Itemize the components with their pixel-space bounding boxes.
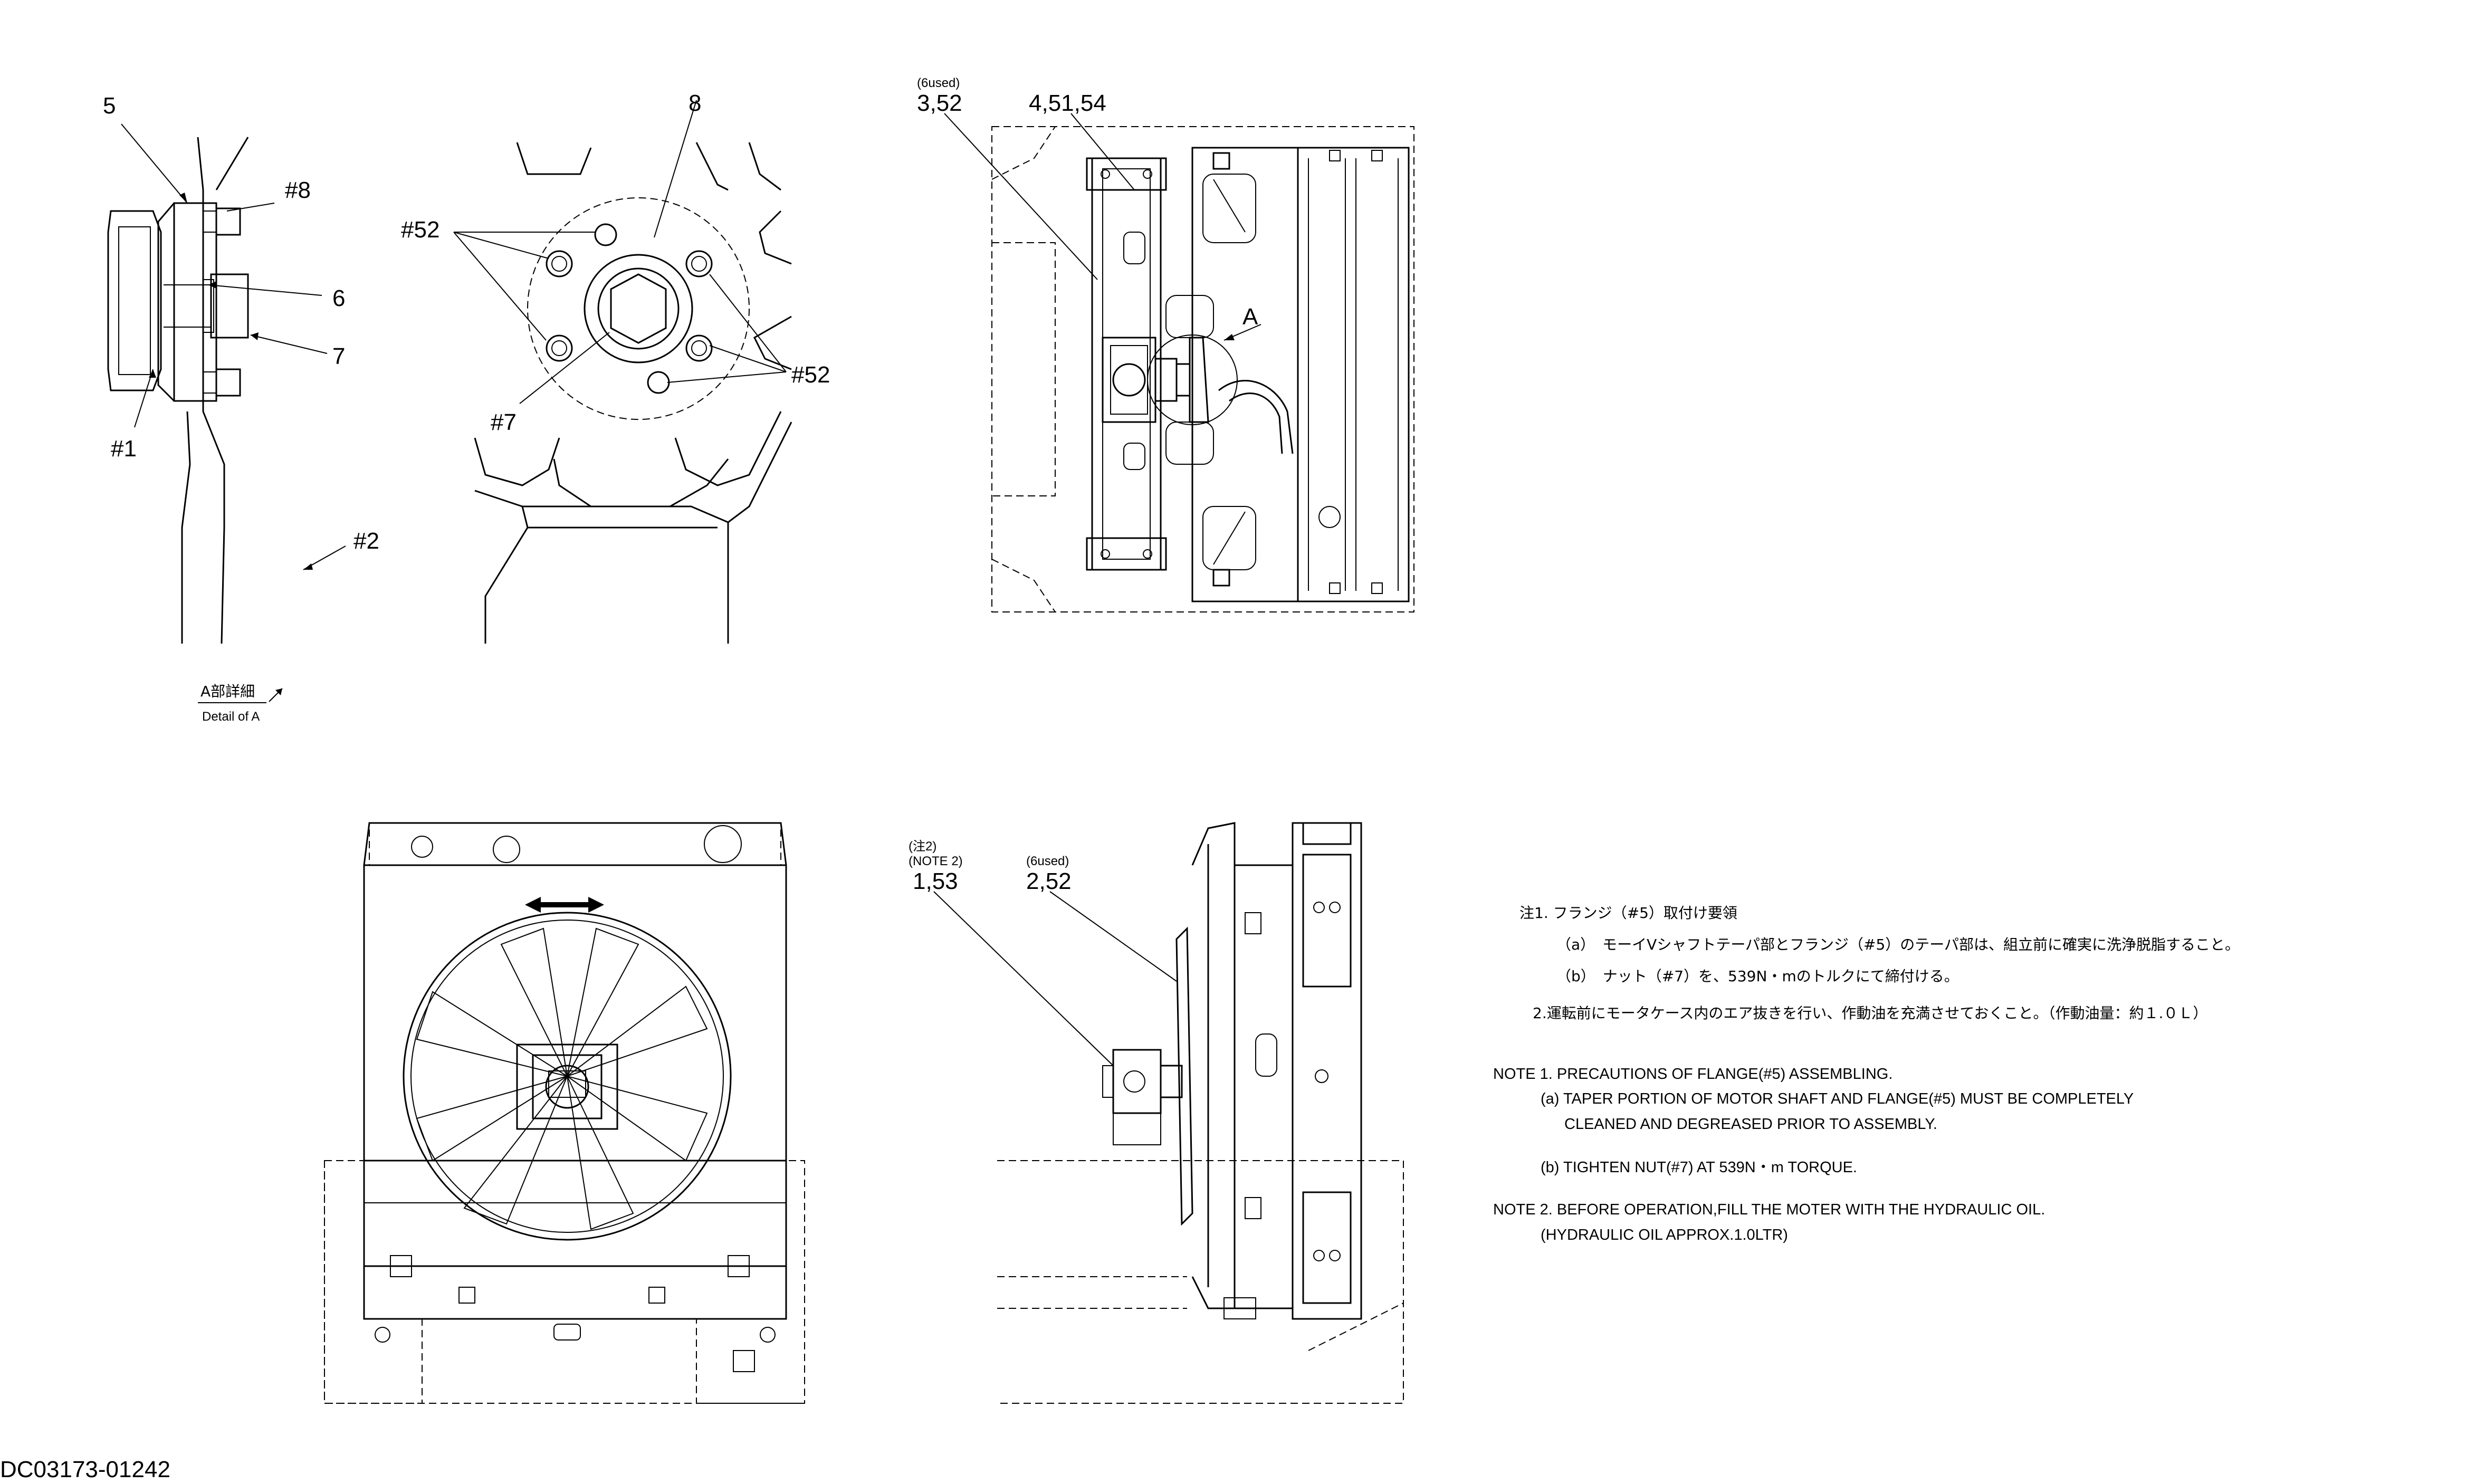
callout-2-52: 2,52 xyxy=(1026,868,1072,894)
note-en-1b: (b) TIGHTEN NUT(#7) AT 539N・m TORQUE. xyxy=(1541,1159,1857,1176)
callout-2: #2 xyxy=(353,528,379,554)
detail-marker-a: A xyxy=(1242,304,1258,330)
detail-a-title: A部詳細 xyxy=(200,683,255,700)
note-jp-1: 注1. フランジ（#5）取付け要領 xyxy=(1519,904,1737,922)
top-plan-view: (6used) 3,52 4,51,54 A xyxy=(917,76,1414,612)
note-ref-en: (NOTE 2) xyxy=(909,854,963,868)
qty-note-top: (6used) xyxy=(917,76,960,90)
notes-block: 注1. フランジ（#5）取付け要領 （a） モーイVシャフトテーパ部とフランジ（… xyxy=(1493,904,2240,1243)
detail-a-subtitle: Detail of A xyxy=(202,710,260,724)
callout-4-51-54: 4,51,54 xyxy=(1029,90,1106,116)
callout-8-flange: 8 xyxy=(689,90,701,116)
note-en-1a: (a) TAPER PORTION OF MOTOR SHAFT AND FLA… xyxy=(1541,1090,2134,1107)
callout-8: #8 xyxy=(285,177,311,203)
detail-a-view: 5 #8 6 7 #1 #2 A部詳細 Detail of A xyxy=(103,93,379,724)
note-jp-2: 2.運転前にモータケース内のエア抜きを行い、作動油を充満させておくこと。（作動油… xyxy=(1533,1004,2207,1022)
callout-3-52: 3,52 xyxy=(917,90,962,116)
qty-note-side: (6used) xyxy=(1026,854,1069,868)
callout-5: 5 xyxy=(103,93,116,119)
fan-blades xyxy=(416,927,708,1230)
front-view xyxy=(324,822,805,1404)
callout-52-right: #52 xyxy=(791,362,830,388)
callout-7-flange: #7 xyxy=(491,409,517,435)
callout-1-53: 1,53 xyxy=(913,868,958,894)
note-jp-1a: （a） モーイVシャフトテーパ部とフランジ（#5）のテーパ部は、組立前に確実に洗… xyxy=(1556,936,2240,953)
note-en-2-cont: (HYDRAULIC OIL APPROX.1.0LTR) xyxy=(1541,1227,1788,1243)
side-view: (注2) (NOTE 2) 1,53 (6used) 2,52 xyxy=(909,822,1404,1404)
note-ref-jp: (注2) xyxy=(909,839,936,854)
callout-52-left: #52 xyxy=(401,217,439,243)
bolt-holes xyxy=(546,223,713,394)
flange-end-view: 8 #52 #52 #7 xyxy=(401,90,830,644)
note-en-1a-cont: CLEANED AND DEGREASED PRIOR TO ASSEMBLY. xyxy=(1564,1116,1937,1133)
callout-6: 6 xyxy=(332,285,345,311)
note-jp-1b: （b） ナット（#7）を、539N・mのトルクにて締付ける。 xyxy=(1556,968,1959,985)
callout-1: #1 xyxy=(111,436,137,462)
note-en-2: NOTE 2. BEFORE OPERATION,FILL THE MOTER … xyxy=(1493,1201,2045,1218)
document-id: DC03173-01242 xyxy=(0,1457,170,1482)
callout-7: 7 xyxy=(332,343,345,369)
note-en-1: NOTE 1. PRECAUTIONS OF FLANGE(#5) ASSEMB… xyxy=(1493,1066,1892,1083)
